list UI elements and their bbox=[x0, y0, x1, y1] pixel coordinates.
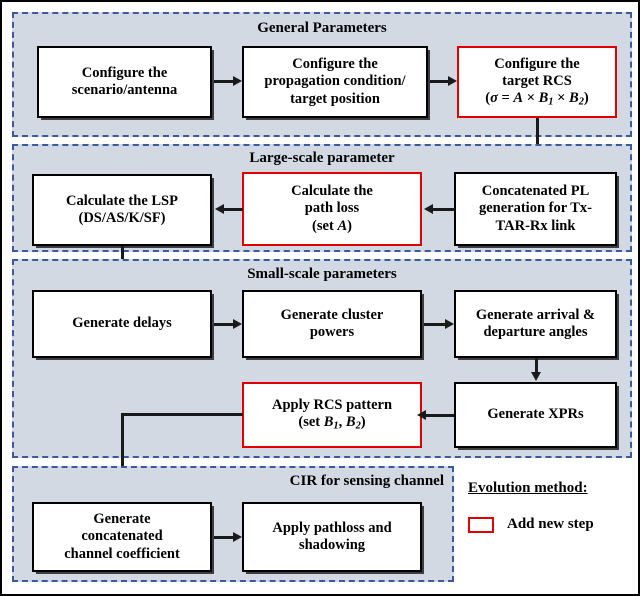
section-title-small-scale-parameters: Small-scale parameters bbox=[247, 266, 397, 282]
box-line: target RCS bbox=[502, 72, 572, 89]
box-line: Generate XPRs bbox=[487, 406, 584, 423]
legend-title: Evolution method: bbox=[468, 480, 588, 496]
box-generate-xprs[interactable]: Generate XPRs bbox=[454, 382, 617, 448]
box-line: Generate cluster bbox=[280, 306, 384, 323]
connector-scenario-to-propagation bbox=[214, 80, 234, 83]
section-title-general-parameters: General Parameters bbox=[257, 20, 387, 36]
box-calculate-lsp[interactable]: Calculate the LSP (DS/AS/K/SF) bbox=[32, 174, 212, 246]
formula-path-loss: (set A) bbox=[312, 217, 352, 234]
box-line: Apply RCS pattern bbox=[271, 397, 393, 414]
connector-propagation-to-rcs bbox=[430, 80, 449, 83]
connector-concatenated-to-pathloss bbox=[214, 536, 233, 539]
section-title-cir-for-sensing-channel: CIR for sensing channel bbox=[289, 473, 444, 489]
box-generate-cluster-powers[interactable]: Generate cluster powers bbox=[242, 290, 422, 358]
box-line: Calculate the bbox=[291, 183, 373, 200]
arrowhead-concatenatedpl-to-pathloss bbox=[424, 204, 433, 214]
arrowhead-clusterpowers-to-angles bbox=[445, 319, 454, 329]
formula-apply-rcs: (set B1, B2) bbox=[298, 414, 366, 432]
box-line: Generate arrival & bbox=[475, 306, 596, 323]
box-line: target position bbox=[290, 90, 380, 107]
box-line: TAR-Rx link bbox=[495, 217, 576, 234]
box-line: scenario/antenna bbox=[71, 82, 178, 98]
box-line: Concatenated PL bbox=[481, 183, 590, 200]
box-generate-arrival-departure-angles[interactable]: Generate arrival & departure angles bbox=[454, 290, 617, 358]
box-line: departure angles bbox=[483, 324, 588, 340]
box-line: powers bbox=[309, 324, 355, 340]
box-line: generation for Tx- bbox=[478, 200, 593, 217]
box-line: shadowing bbox=[298, 537, 366, 553]
connector-angles-to-xprs bbox=[535, 358, 538, 377]
arrowhead-concatenated-to-pathloss bbox=[233, 532, 242, 542]
arrowhead-delays-to-clusterpowers bbox=[233, 319, 242, 329]
arrowhead-angles-to-xprs bbox=[531, 372, 541, 381]
box-line: Configure the bbox=[494, 55, 580, 72]
box-configure-propagation-condition[interactable]: Configure the propagation condition/ tar… bbox=[242, 46, 428, 118]
box-configure-scenario-antenna[interactable]: Configure the scenario/antenna bbox=[37, 46, 212, 118]
box-concatenated-pl-generation[interactable]: Concatenated PL generation for Tx- TAR-R… bbox=[454, 172, 617, 246]
box-line: propagation condition/ bbox=[264, 73, 406, 90]
arrowhead-propagation-to-rcs bbox=[448, 76, 457, 86]
section-title-large-scale-parameter: Large-scale parameter bbox=[249, 150, 395, 166]
formula-target-rcs: (σ = A × B1 × B2) bbox=[485, 89, 589, 108]
arrowhead-xprs-to-applyrcs bbox=[417, 410, 426, 420]
connector-applyrcs-elbow-horizontal bbox=[121, 413, 243, 416]
legend-item-add-new-step: Add new step bbox=[468, 516, 636, 533]
box-line: (DS/AS/K/SF) bbox=[78, 210, 166, 226]
box-line: Configure the bbox=[292, 56, 378, 73]
box-line: concatenated bbox=[81, 528, 163, 545]
box-line: Calculate the LSP bbox=[66, 192, 178, 209]
arrowhead-scenario-to-propagation bbox=[233, 76, 242, 86]
box-line: path loss bbox=[304, 200, 360, 217]
box-generate-delays[interactable]: Generate delays bbox=[32, 290, 212, 358]
connector-xprs-to-applyrcs bbox=[426, 414, 454, 417]
box-apply-rcs-pattern[interactable]: Apply RCS pattern (set B1, B2) bbox=[242, 382, 422, 448]
box-configure-target-rcs[interactable]: Configure the target RCS (σ = A × B1 × B… bbox=[457, 46, 617, 118]
connector-applyrcs-elbow-vertical bbox=[121, 413, 124, 503]
box-line: Apply pathloss and bbox=[272, 519, 392, 536]
connector-delays-to-clusterpowers bbox=[214, 323, 233, 326]
box-generate-concatenated-channel-coefficient[interactable]: Generate concatenated channel coefficien… bbox=[32, 502, 212, 572]
arrowhead-pathloss-to-lsp bbox=[215, 204, 224, 214]
legend-item-label: Add new step bbox=[507, 516, 594, 532]
box-calculate-path-loss[interactable]: Calculate the path loss (set A) bbox=[242, 172, 422, 246]
connector-clusterpowers-to-angles bbox=[424, 323, 446, 326]
box-apply-pathloss-and-shadowing[interactable]: Apply pathloss and shadowing bbox=[242, 502, 422, 572]
box-line: Configure the bbox=[81, 64, 168, 81]
connector-concatenatedpl-to-pathloss bbox=[433, 208, 455, 211]
box-line: channel coefficient bbox=[64, 545, 180, 562]
connector-pathloss-to-lsp bbox=[224, 208, 243, 211]
box-line: Generate bbox=[93, 511, 151, 528]
box-line: Generate delays bbox=[72, 315, 172, 332]
connector-rcs-to-concatenated-pl bbox=[536, 118, 539, 169]
legend: Evolution method: Add new step bbox=[468, 480, 636, 533]
red-box-swatch-icon bbox=[468, 516, 494, 533]
